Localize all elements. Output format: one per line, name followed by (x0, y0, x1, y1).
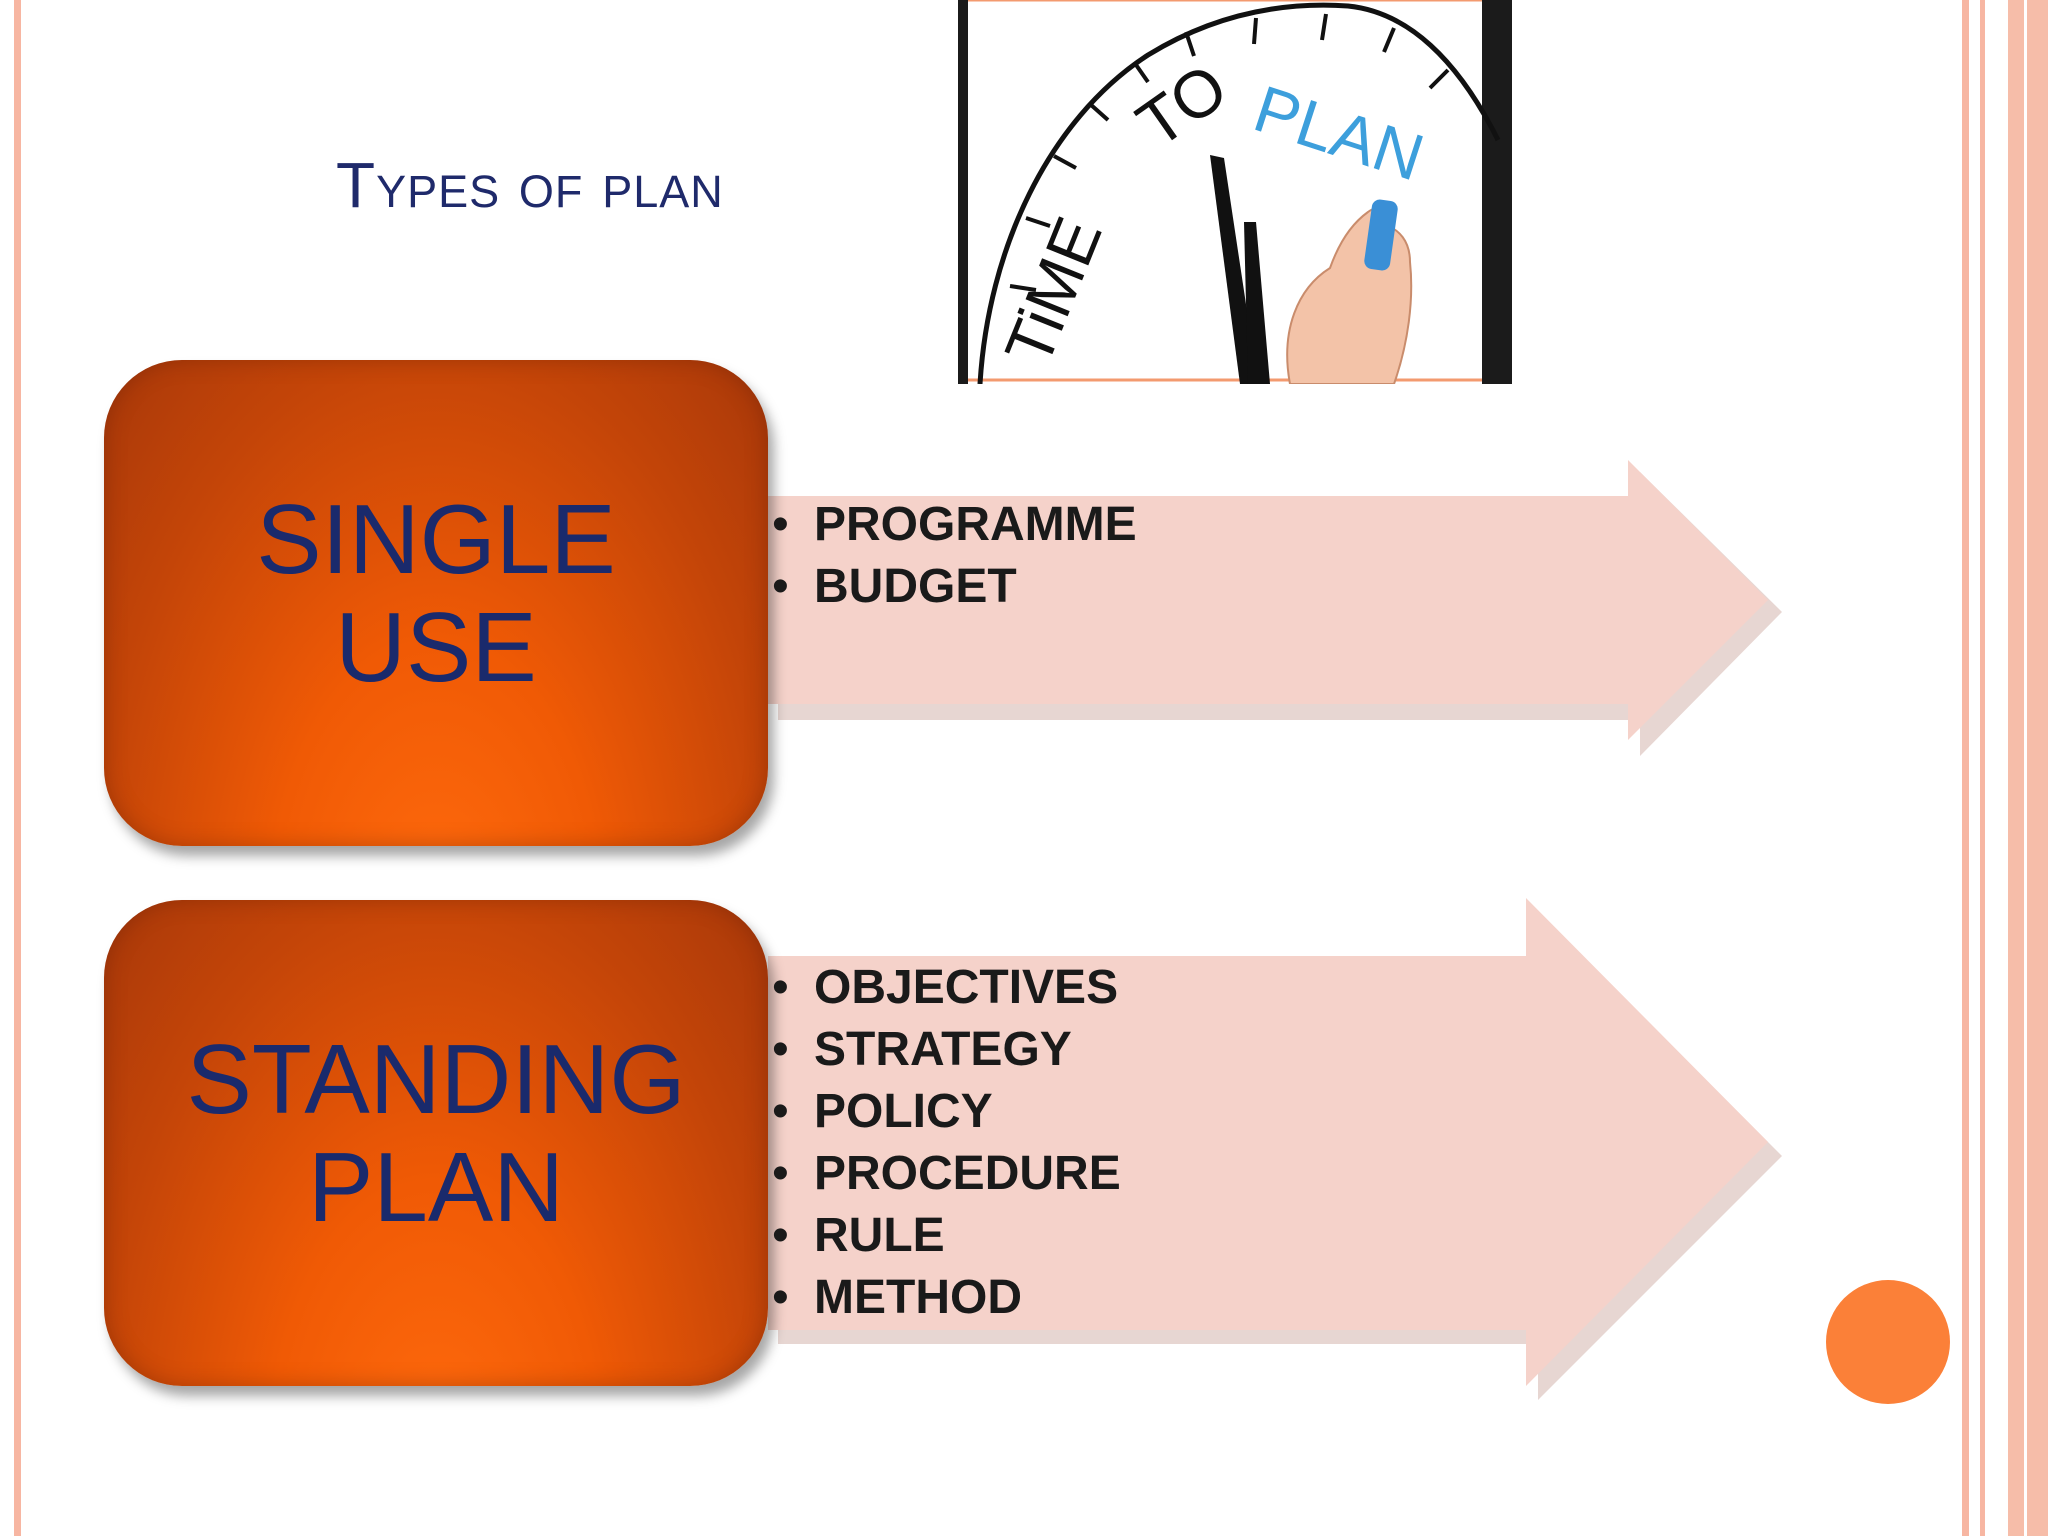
single-use-label: SINGLE USE (256, 484, 616, 702)
standing-plan-list: OBJECTIVES STRATEGY POLICY PROCEDURE RUL… (770, 957, 1121, 1329)
list-item: PROGRAMME (770, 494, 1137, 556)
right-accent-line-4 (2024, 0, 2027, 1536)
right-accent-line-3 (2008, 0, 2048, 1536)
standing-plan-label: STANDING PLAN (186, 1024, 686, 1242)
list-item: RULE (770, 1205, 1121, 1267)
single-use-box: SINGLE USE (104, 360, 768, 846)
list-item: STRATEGY (770, 1019, 1121, 1081)
time-to-plan-image: TiME TO PLAN (958, 0, 1514, 384)
left-accent-line (14, 0, 21, 1536)
slide-title: Types of plan (336, 149, 724, 221)
single-use-list: PROGRAMME BUDGET (770, 494, 1137, 618)
right-accent-line-2 (1980, 0, 1985, 1536)
standing-plan-box: STANDING PLAN (104, 900, 768, 1386)
decorative-circle (1826, 1280, 1950, 1404)
list-item: PROCEDURE (770, 1143, 1121, 1205)
list-item: OBJECTIVES (770, 957, 1121, 1019)
list-item: METHOD (770, 1267, 1121, 1329)
right-accent-line-1 (1962, 0, 1969, 1536)
list-item: BUDGET (770, 556, 1137, 618)
list-item: POLICY (770, 1081, 1121, 1143)
marker-icon (1364, 199, 1398, 271)
